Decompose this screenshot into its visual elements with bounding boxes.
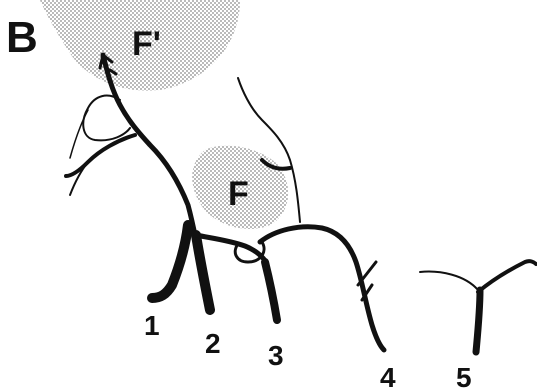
vessel-number-2: 2 — [205, 328, 221, 359]
panel-label: B — [6, 13, 38, 62]
region-label-f-prime: F' — [132, 25, 161, 63]
region-label-f: F — [228, 175, 249, 213]
vessel-number-5: 5 — [456, 362, 472, 390]
vessel-number-3: 3 — [268, 340, 284, 371]
vessel-5 — [420, 261, 536, 352]
vessel-number-4: 4 — [380, 362, 396, 390]
vessel-number-1: 1 — [144, 310, 160, 341]
